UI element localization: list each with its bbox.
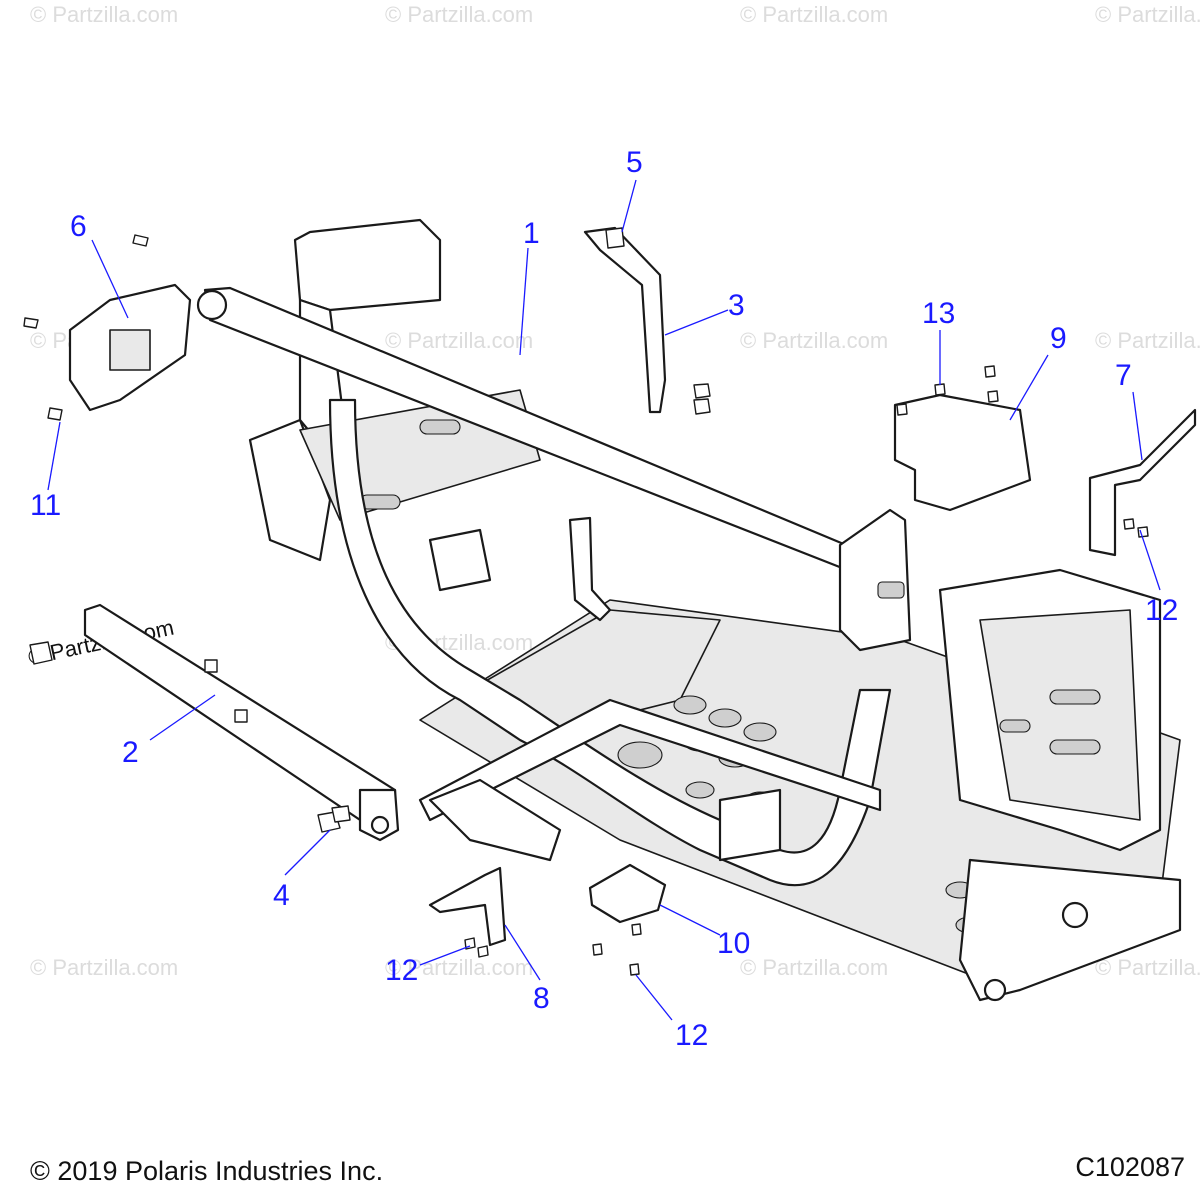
fastener [631, 923, 642, 936]
bolt [987, 390, 999, 403]
part-2-front-bumper-tube [83, 603, 400, 842]
engine-mount [428, 528, 492, 592]
watermark: © Partzilla.com [30, 2, 178, 27]
callout-3: 3 [728, 289, 745, 322]
floor-hole [685, 781, 715, 799]
bolt [29, 641, 53, 665]
slot [1049, 689, 1101, 705]
watermark: © Partzilla.com [1095, 2, 1200, 27]
callout-8: 8 [533, 982, 550, 1015]
watermark: © Partzilla.com [385, 955, 533, 980]
callout-6: 6 [70, 210, 87, 243]
fastener [592, 943, 603, 956]
tab [204, 659, 218, 673]
floor-hole [743, 722, 777, 742]
bolt [896, 403, 908, 416]
bolt [934, 383, 946, 396]
front-left-plate [248, 418, 332, 562]
rail-end [196, 289, 228, 321]
callout-1: 1 [523, 217, 540, 250]
floor-hole [673, 695, 707, 715]
slot [999, 719, 1031, 733]
seat-mount-plate [838, 508, 912, 652]
bolt [605, 227, 625, 249]
callout-12: 12 [1145, 594, 1178, 627]
rear-mount-boss [983, 978, 1007, 1002]
front-skid-plate [428, 778, 562, 862]
callout-11: 11 [30, 489, 61, 522]
callout-9: 9 [1050, 322, 1067, 355]
rear-lower-frame [958, 858, 1182, 1002]
steering-post [568, 516, 612, 622]
front-upper-crossmember [293, 218, 442, 312]
callouts: 1 2 3 4 5 6 7 8 9 10 11 12 12 12 13 [30, 146, 1178, 1052]
watermark: © Partzilla.com [385, 2, 533, 27]
watermark: © Partzilla.com [1095, 328, 1200, 353]
slot [419, 419, 461, 435]
bolt [477, 945, 489, 958]
tab [234, 709, 248, 723]
bolt [693, 398, 711, 415]
bolt [1123, 518, 1135, 530]
lower-cross-rail [418, 698, 882, 822]
callout-4: 4 [273, 879, 290, 912]
bolt [23, 317, 39, 329]
floor-hole [617, 741, 663, 769]
watermark: © Partzilla.com [385, 328, 533, 353]
bolt [984, 365, 996, 378]
part-6-bracket [23, 234, 192, 421]
part-9-bracket [893, 365, 1032, 512]
bolt [47, 407, 63, 421]
floor-hole [708, 708, 742, 728]
slot [1049, 739, 1101, 755]
watermark: © Partzilla.com [30, 955, 178, 980]
copyright-text: © 2019 Polaris Industries Inc. [30, 1156, 383, 1186]
watermark: © Partzilla.com [740, 955, 888, 980]
main-frame [196, 218, 1182, 1002]
part-10-cover-plate [588, 863, 667, 976]
main-loop-tube [328, 398, 892, 887]
callout-7: 7 [1115, 359, 1132, 392]
slot [359, 494, 401, 510]
slot [877, 581, 905, 599]
gusset-plate [718, 788, 782, 862]
rear-cage-panel [979, 609, 1141, 821]
callout-12: 12 [675, 1019, 708, 1052]
part-7-bracket [1088, 408, 1197, 557]
watermark: © Partzilla.com [740, 2, 888, 27]
fastener [629, 963, 640, 976]
callout-2: 2 [122, 736, 139, 769]
part-4-bolts [29, 641, 351, 833]
callout-5: 5 [626, 146, 643, 179]
callout-10: 10 [717, 927, 750, 960]
rear-mount-boss [1061, 901, 1089, 929]
watermark: © Partzilla.com [1095, 955, 1200, 980]
bolt-head [370, 815, 390, 835]
diagram-code: C102087 [1075, 1152, 1185, 1182]
bolt [693, 383, 711, 399]
bolt [464, 937, 476, 950]
callout-13: 13 [922, 297, 955, 330]
watermark: © Partzilla.com [740, 328, 888, 353]
bolt [132, 234, 149, 247]
leader-lines [47, 179, 1161, 1021]
bolt [1137, 526, 1149, 538]
part-8-bracket [428, 866, 507, 958]
callout-12: 12 [385, 954, 418, 987]
part-3-brace [583, 226, 711, 415]
